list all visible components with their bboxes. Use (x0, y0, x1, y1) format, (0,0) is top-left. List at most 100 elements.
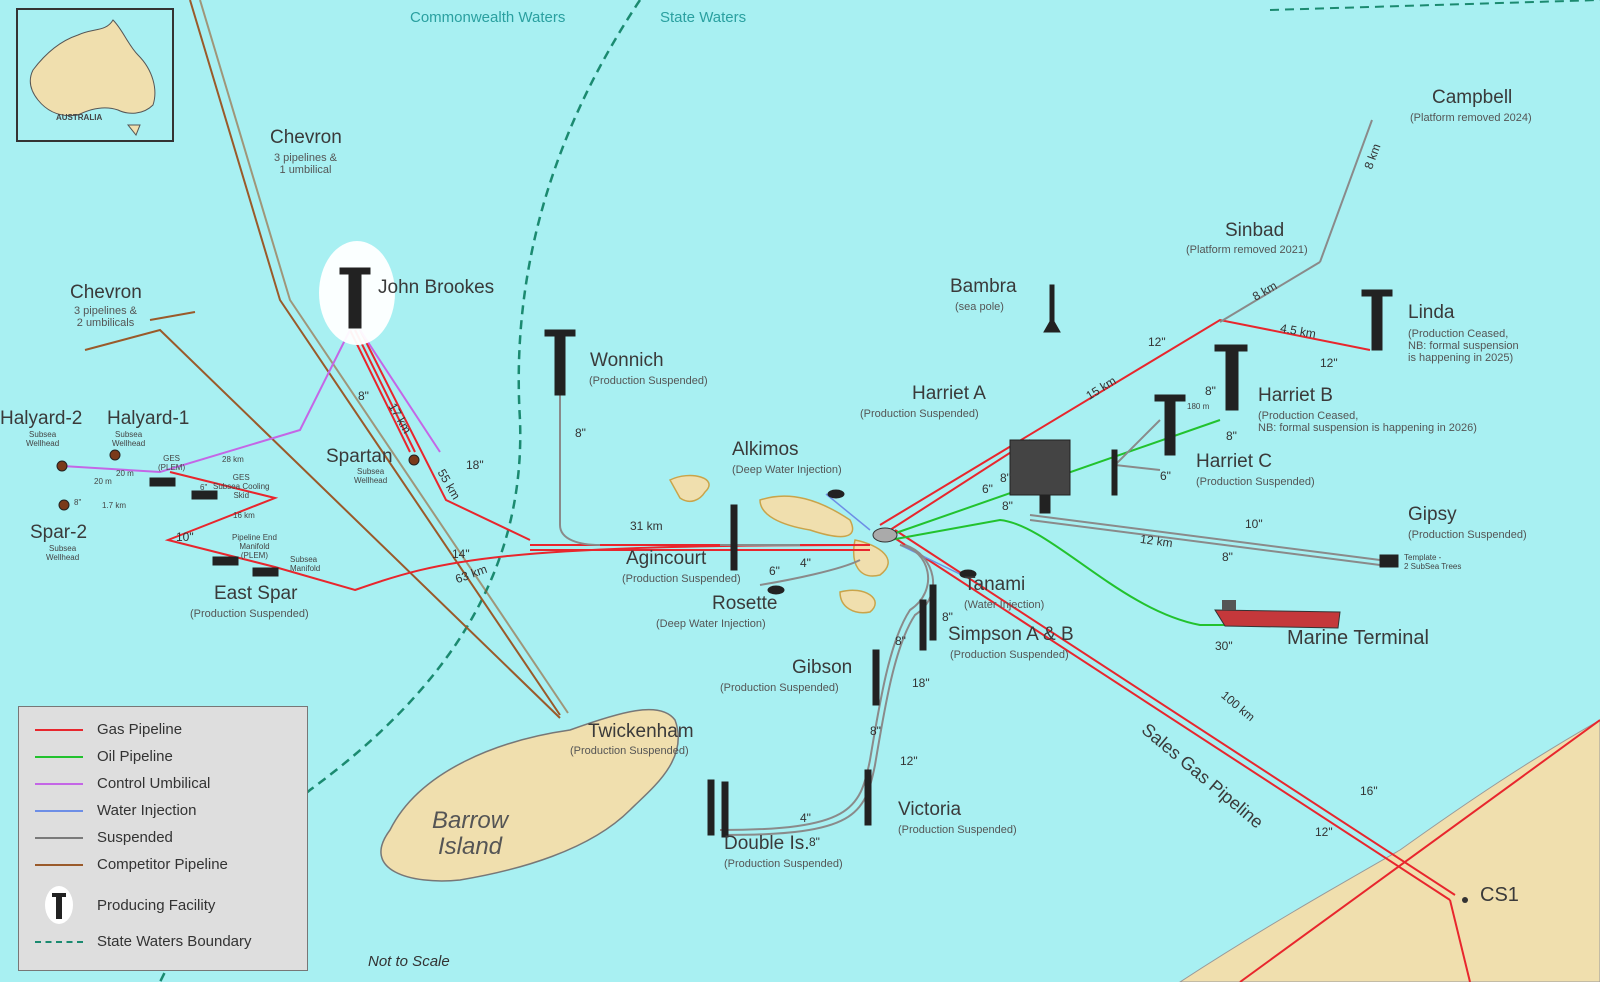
chevron-2-label: Chevron (70, 282, 142, 303)
harriet-c-status: (Production Suspended) (1196, 476, 1315, 488)
inset-country-label: AUSTRALIA (56, 113, 103, 122)
harriet-b-label: Harriet B (1258, 385, 1333, 406)
gibson-status: (Production Suspended) (720, 682, 839, 694)
rosette-well (767, 585, 785, 595)
platform-double-is (707, 779, 729, 838)
meas-wonnich-8: 8" (575, 426, 586, 440)
agincourt-status: (Production Suspended) (622, 573, 741, 585)
meas-tan-8: 8" (942, 610, 953, 624)
wellhead-spar2 (58, 499, 70, 511)
platform-harriet-extra (1111, 449, 1118, 496)
wonnich-label: Wonnich (590, 350, 664, 371)
ges-skid (191, 490, 218, 500)
legend-state-waters: State Waters Boundary (35, 933, 252, 950)
gipsy-template (1379, 554, 1399, 568)
bambra-label: Bambra (950, 276, 1017, 297)
harriet-c-label: Harriet C (1196, 451, 1273, 472)
linda-label: Linda (1408, 302, 1455, 323)
double-is-label: Double Is. (724, 833, 810, 854)
rosette-label: Rosette (712, 593, 778, 614)
cs1-label: CS1 (1480, 884, 1519, 906)
legend-umbilical: Control Umbilical (35, 775, 210, 792)
spartan-label: Spartan (326, 446, 393, 467)
john-brookes-label: John Brookes (378, 277, 495, 298)
harriet-a-label: Harriet A (912, 383, 986, 404)
state-waters-label: State Waters (660, 9, 747, 26)
sinbad-status: (Platform removed 2021) (1186, 244, 1308, 256)
chevron-1-detail: 3 pipelines & 1 umbilical (274, 152, 337, 177)
meas-ha-6: 6" (982, 482, 993, 496)
mainland (1179, 719, 1600, 982)
platform-harriet-a (1009, 439, 1071, 514)
meas-sales-12: 12" (1315, 825, 1333, 839)
alkimos-well (827, 489, 845, 499)
wellhead-halyard1 (109, 449, 121, 461)
commonwealth-waters-label: Commonwealth Waters (410, 9, 566, 26)
platform-gibson (872, 649, 880, 706)
halyard1-status: Subsea Wellhead (112, 430, 146, 448)
platform-harriet-b (1214, 344, 1248, 411)
tanami-well (959, 569, 977, 579)
ges-skid-label: GES Subsea Cooling Skid (213, 473, 270, 500)
meas-hb-180m: 180 m (1187, 402, 1210, 411)
meas-agin-4: 4" (800, 556, 811, 570)
meas-ha-8b: 8" (1002, 499, 1013, 513)
gipsy-label: Gipsy (1408, 504, 1457, 525)
victoria-label: Victoria (898, 799, 962, 820)
simpson-label: Simpson A & B (948, 624, 1074, 645)
meas-sales-16: 16" (1360, 784, 1378, 798)
legend-oil: Oil Pipeline (35, 748, 173, 765)
meas-jb-18: 18" (466, 458, 484, 472)
meas-es-14: 14" (452, 547, 470, 561)
ges-plem-label: GES (PLEM) (158, 454, 186, 472)
meas-simp-8: 8" (895, 634, 906, 648)
legend-water: Water Injection (35, 802, 197, 819)
linda-status: (Production Ceased, NB: formal suspensio… (1408, 328, 1519, 365)
meas-ha-8a: 8" (1000, 471, 1011, 485)
victoria-status: (Production Suspended) (898, 824, 1017, 836)
ges-plem (149, 477, 176, 487)
double-is-status: (Production Suspended) (724, 858, 843, 870)
meas-hb-8b: 8" (1226, 429, 1237, 443)
legend-producing: Producing Facility (35, 885, 215, 925)
gibson-label: Gibson (792, 657, 853, 678)
meas-hb-8a: 8" (1205, 384, 1216, 398)
subsea-manifold (252, 567, 279, 577)
platform-agincourt (730, 504, 738, 571)
wellhead-spartan (408, 454, 420, 466)
meas-gib-8: 8" (870, 724, 881, 738)
plem (212, 556, 239, 566)
meas-harriet-12in: 12" (1148, 335, 1166, 349)
wellhead-halyard2 (56, 460, 68, 472)
meas-de-4: 4" (800, 811, 811, 825)
campbell-label: Campbell (1432, 87, 1513, 108)
varanus-hub (872, 527, 898, 543)
meas-jb-8: 8" (358, 389, 369, 403)
meas-hal-6: 6" (200, 483, 208, 492)
spartan-status: Subsea Wellhead (354, 467, 388, 485)
spar2-status: Subsea Wellhead (46, 544, 80, 562)
marine-terminal-label: Marine Terminal (1287, 627, 1429, 649)
east-spar-status: (Production Suspended) (190, 608, 309, 620)
meas-de-8: 8" (809, 835, 820, 849)
twickenham-status: (Production Suspended) (570, 745, 689, 757)
halyard1-label: Halyard-1 (107, 408, 190, 429)
meas-gipsy-8: 8" (1222, 550, 1233, 564)
platform-linda (1361, 289, 1393, 351)
meas-wonnich-31km: 31 km (630, 519, 663, 533)
alkimos-status: (Deep Water Injection) (732, 464, 842, 476)
gipsy-status: (Production Suspended) (1408, 529, 1527, 541)
meas-vic-12: 12" (900, 754, 918, 768)
meas-agin-6: 6" (769, 564, 780, 578)
legend: Gas Pipeline Oil Pipeline Control Umbili… (18, 706, 308, 971)
meas-es-16km: 16 km (233, 511, 255, 520)
agincourt-label: Agincourt (626, 548, 707, 569)
meas-spar-8: 8" (74, 498, 82, 507)
tanami-label: Tanami (964, 574, 1026, 595)
platform-bambra (1043, 284, 1061, 333)
halyard2-label: Halyard-2 (0, 408, 83, 429)
sinbad-label: Sinbad (1225, 220, 1285, 241)
east-spar-label: East Spar (214, 583, 298, 604)
subsea-manifold-label: Subsea Manifold (290, 555, 321, 573)
meas-hal-20m-b: 20 m (94, 477, 112, 486)
